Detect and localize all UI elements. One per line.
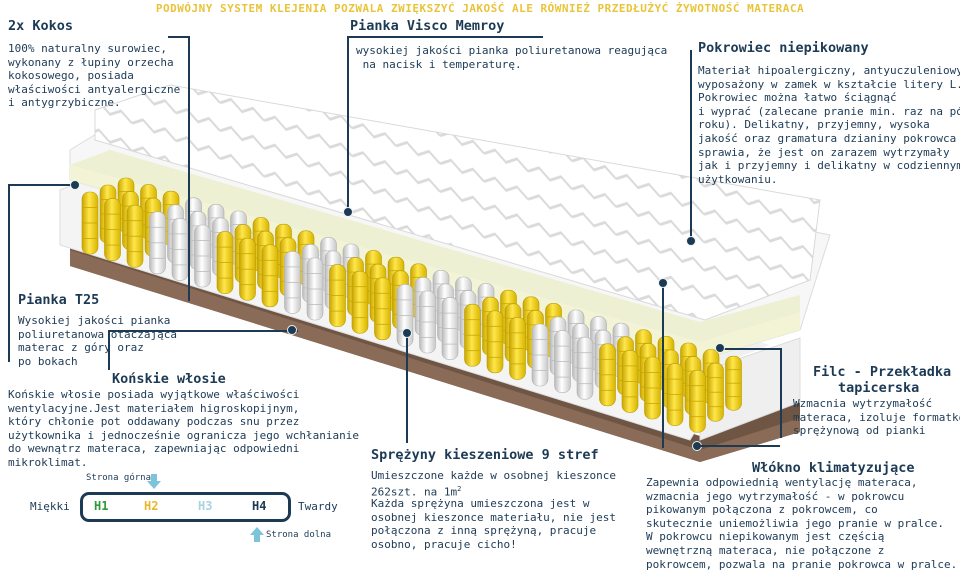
filc-line bbox=[720, 348, 780, 350]
sprezyny-dot bbox=[402, 328, 412, 338]
bottom-side-label: Strona dolna bbox=[266, 530, 332, 540]
hardness-h2: H2 bbox=[144, 499, 159, 513]
konskie-title: Końskie włosie bbox=[112, 371, 226, 387]
wlokno-text: Zapewnia odpowiednią wentylację materaca… bbox=[646, 476, 958, 571]
top-side-label: Strona górna bbox=[86, 473, 152, 483]
pocket-springs bbox=[81, 177, 742, 433]
sprezyny-title: Sprężyny kieszeniowe 9 stref bbox=[371, 447, 599, 463]
konskie-dot bbox=[287, 325, 297, 335]
t25-line bbox=[8, 184, 10, 362]
top-banner: PODWÓJNY SYSTEM KLEJENIA POZWALA ZWIĘKSZ… bbox=[155, 2, 805, 15]
hardness-h4: H4 bbox=[252, 499, 267, 513]
hardness-h1: H1 bbox=[94, 499, 109, 513]
sprezyny-line bbox=[406, 333, 408, 443]
arrow-up-icon bbox=[250, 527, 264, 542]
filc-title-2: tapicerska bbox=[838, 380, 920, 396]
filc-text: Wzmacnia wytrzymałość materaca, izoluje … bbox=[793, 397, 960, 438]
sprezyny-text-2: 262szt. na 1m bbox=[371, 485, 458, 499]
kokos-text: 100% naturalny surowiec, wykonany z łupi… bbox=[8, 42, 181, 110]
sprezyny-text-3: Każda sprężyna umieszczona jest w osobne… bbox=[371, 497, 617, 551]
t25-dot bbox=[70, 180, 80, 190]
wlokno-dot bbox=[658, 278, 668, 288]
pokrowiec-line bbox=[690, 50, 692, 240]
pokrowiec-text: Materiał hipoalergiczny, antyuczuleniowy… bbox=[698, 64, 960, 186]
visco-dot bbox=[343, 207, 353, 217]
t25-title: Pianka T25 bbox=[18, 292, 100, 308]
soft-label: Miękki bbox=[30, 500, 70, 513]
hardness-h3: H3 bbox=[198, 499, 213, 513]
wlokno-title: Włókno klimatyzujące bbox=[752, 460, 915, 476]
pokrowiec-dot bbox=[686, 236, 696, 246]
hardness-scale bbox=[80, 492, 291, 522]
arrow-down-icon bbox=[147, 474, 161, 489]
filc-dot bbox=[715, 343, 725, 353]
kokos-line bbox=[188, 36, 190, 301]
konskie-line bbox=[108, 330, 298, 332]
kokos-title: 2x Kokos bbox=[8, 18, 74, 34]
filc-title-1: Filc - Przekładka bbox=[813, 364, 952, 380]
sprezyny-text-1: Umieszczone każde w osobnej kieszonce bbox=[371, 469, 617, 482]
pokrowiec-title: Pokrowiec niepikowany bbox=[698, 40, 869, 56]
sprezyny-sup: 2 bbox=[457, 485, 462, 493]
visco-line bbox=[347, 36, 349, 212]
t25-text: Wysokiej jakości pianka poliuretanowa ot… bbox=[18, 314, 177, 368]
konskie-text: Końskie włosie posiada wyjątkowe właściw… bbox=[8, 388, 359, 469]
visco-title: Pianka Visco Memroy bbox=[350, 18, 505, 34]
hard-label: Twardy bbox=[298, 500, 338, 513]
visco-text: wysokiej jakości pianka poliuretanowa re… bbox=[356, 44, 668, 71]
base-layer bbox=[70, 232, 800, 462]
wlokno-line bbox=[662, 283, 664, 448]
